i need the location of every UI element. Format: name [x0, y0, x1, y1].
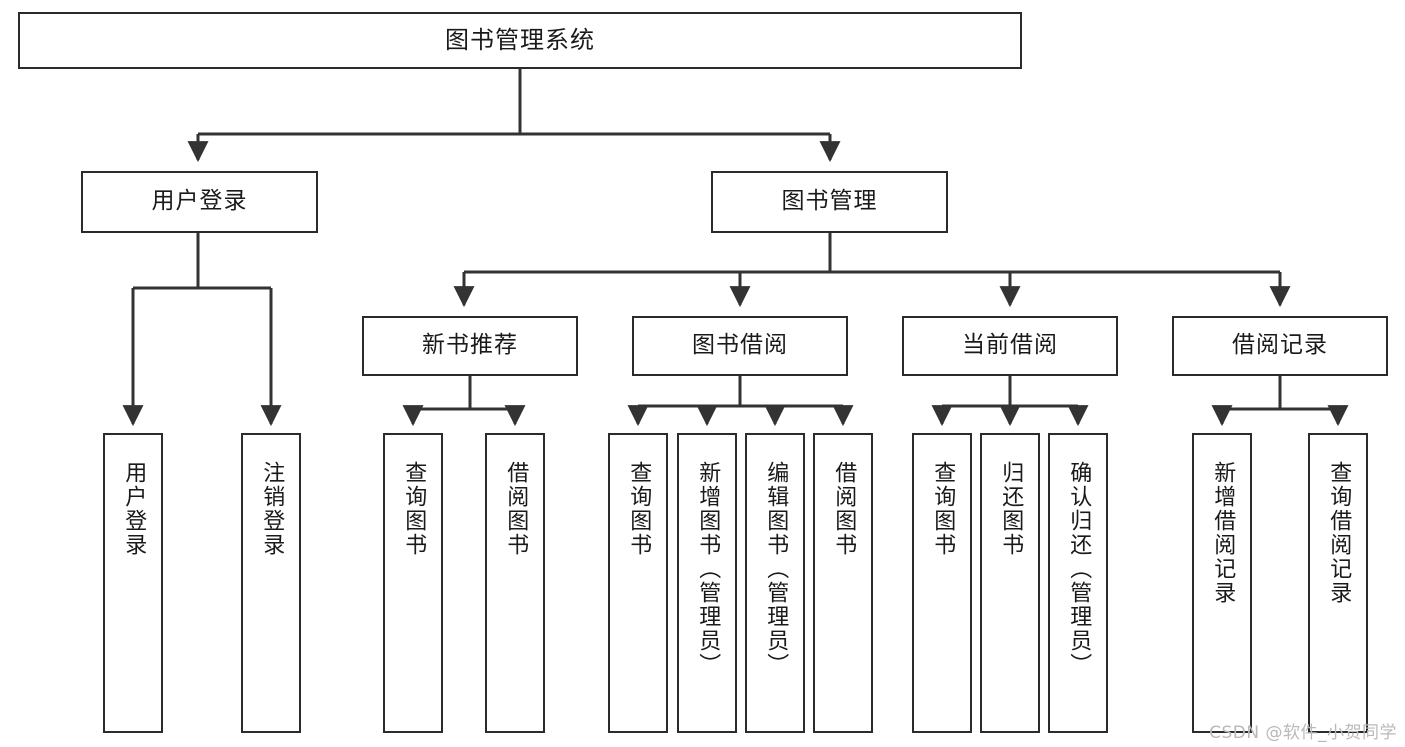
node-new-book-recommend[interactable]: 新书推荐: [362, 316, 578, 376]
leaf-borrow-add-book-admin[interactable]: 新增图书（管理员）: [677, 433, 737, 733]
node-label: 图书管理: [781, 188, 878, 215]
node-label: 当前借阅: [962, 332, 1058, 359]
leaf-recommend-borrow-book[interactable]: 借阅图书: [485, 433, 545, 733]
node-label: 查询借阅记录: [1326, 461, 1352, 605]
node-label: 查询图书: [626, 461, 652, 557]
node-label: 归还图书: [998, 461, 1024, 557]
node-label: 新增借阅记录: [1210, 461, 1236, 605]
node-label: 确认归还（管理员）: [1066, 461, 1092, 677]
node-book-borrow[interactable]: 图书借阅: [632, 316, 848, 376]
node-label: 查询图书: [930, 461, 956, 557]
node-label: 图书管理系统: [445, 26, 595, 55]
node-label: 借阅图书: [503, 461, 529, 557]
leaf-current-query-book[interactable]: 查询图书: [912, 433, 972, 733]
node-label: 新书推荐: [422, 332, 518, 359]
node-label: 注销登录: [259, 461, 285, 557]
node-user-login[interactable]: 用户登录: [81, 171, 318, 233]
node-label: 图书借阅: [692, 332, 788, 359]
node-label: 编辑图书（管理员）: [763, 461, 789, 677]
node-label: 用户登录: [121, 461, 147, 557]
leaf-borrow-edit-book-admin[interactable]: 编辑图书（管理员）: [745, 433, 805, 733]
leaf-record-query-record[interactable]: 查询借阅记录: [1308, 433, 1368, 733]
node-label: 借阅图书: [831, 461, 857, 557]
leaf-record-add-record[interactable]: 新增借阅记录: [1192, 433, 1252, 733]
leaf-borrow-query-book[interactable]: 查询图书: [608, 433, 668, 733]
node-label: 用户登录: [151, 188, 248, 215]
node-label: 查询图书: [401, 461, 427, 557]
leaf-current-return-book[interactable]: 归还图书: [980, 433, 1040, 733]
leaf-user-login[interactable]: 用户登录: [103, 433, 163, 733]
leaf-borrow-borrow-book[interactable]: 借阅图书: [813, 433, 873, 733]
leaf-recommend-query-book[interactable]: 查询图书: [383, 433, 443, 733]
node-borrow-record[interactable]: 借阅记录: [1172, 316, 1388, 376]
leaf-user-logout[interactable]: 注销登录: [241, 433, 301, 733]
node-current-borrow[interactable]: 当前借阅: [902, 316, 1118, 376]
node-root-system[interactable]: 图书管理系统: [18, 12, 1022, 69]
node-book-management[interactable]: 图书管理: [711, 171, 948, 233]
node-label: 借阅记录: [1232, 332, 1328, 359]
node-label: 新增图书（管理员）: [695, 461, 721, 677]
leaf-current-confirm-return-admin[interactable]: 确认归还（管理员）: [1048, 433, 1108, 733]
